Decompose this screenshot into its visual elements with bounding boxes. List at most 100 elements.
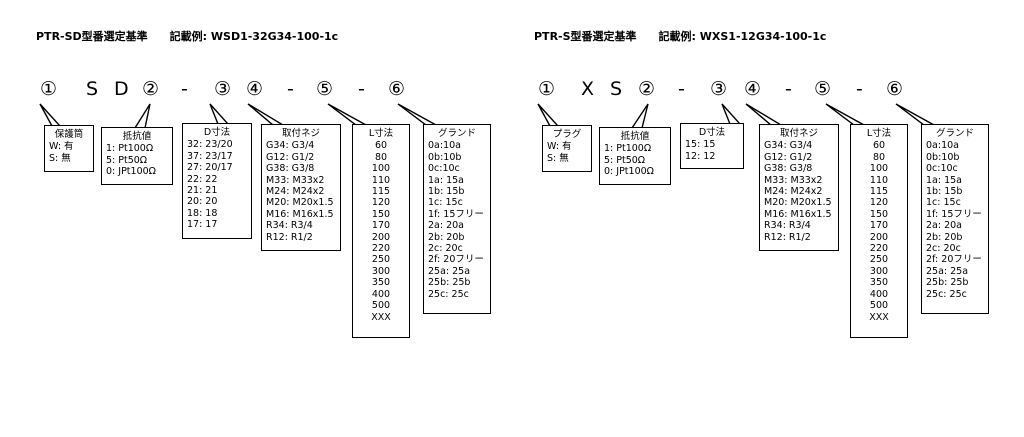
code-symbol: ① [40,78,58,100]
callout-gland: グランド 0a:10a 0b:10b 0c:10c 1a: 15a 1b: 15… [921,124,989,314]
option-row: W: 有 [547,141,572,153]
panel-title: PTR-SD型番選定基準 [36,30,148,43]
callout-d-dimension: D寸法 15: 15 12: 12 [680,123,744,169]
option-row: 300 [371,265,391,277]
option-row: 2c: 20c [926,243,961,255]
option-row: 1: Pt100Ω [604,143,652,155]
code-symbol: D [114,78,129,100]
code-symbol: ⑥ [388,78,406,100]
option-row: 18: 18 [187,207,218,219]
code-symbol: - [358,78,365,100]
option-row: G12: G1/2 [266,151,315,163]
code-symbol: X [581,78,595,100]
option-row: G38: G3/8 [764,163,813,175]
option-row: 0c:10c [428,163,460,175]
option-row: 220 [371,243,391,255]
callout-title: D寸法 [203,127,231,138]
option-row: 115 [869,186,889,198]
option-row: M20: M20x1.5 [266,197,334,209]
option-row: G38: G3/8 [266,163,315,175]
option-row: 110 [371,174,391,186]
option-row: S: 無 [547,152,569,164]
option-row: 2b: 20b [926,231,963,243]
callout-protection-tube: 保護筒 W: 有 S: 無 [44,125,94,172]
option-row: W: 有 [49,141,74,153]
option-row: 20: 20 [187,196,218,208]
option-row: 21: 21 [187,185,218,197]
option-row: 0c:10c [926,163,958,175]
option-row: 80 [374,151,388,163]
callout-title: 保護筒 [54,129,84,140]
option-row: 17: 17 [187,219,218,231]
panel-header: PTR-SD型番選定基準記載例: WSD1-32G34-100-1c [36,28,338,44]
option-row: M24: M24x2 [764,186,823,198]
option-row: M24: M24x2 [266,186,325,198]
code-symbol: ② [638,78,656,100]
callout-title: L寸法 [368,128,394,139]
option-row: 100 [869,163,889,175]
callout-title: グランド [935,128,974,139]
option-row: 32: 23/20 [187,139,233,151]
callout-title: 取付ネジ [281,128,320,139]
option-row: 200 [869,231,889,243]
option-row: 200 [371,231,391,243]
option-row: 60 [872,140,886,152]
option-row: 220 [869,243,889,255]
option-row: 60 [374,140,388,152]
callout-title: 取付ネジ [779,128,818,139]
ptr-s-panel: PTR-S型番選定基準記載例: WXS1-12G34-100-1c ① X S … [512,0,1024,437]
callout-plug: プラグ W: 有 S: 無 [542,125,592,172]
callout-title: プラグ [552,129,582,140]
code-symbol: - [678,78,685,100]
option-row: 150 [371,208,391,220]
option-row: 5: Pt50Ω [106,154,148,166]
callout-resistance: 抵抗値 1: Pt100Ω 5: Pt50Ω 0: JPt100Ω [599,127,671,185]
callout-title: D寸法 [698,127,726,138]
option-row: 110 [869,174,889,186]
option-row: 2a: 20a [926,220,962,232]
option-row: XXX [371,311,391,323]
code-symbol: S [86,78,99,100]
code-symbol: ③ [710,78,728,100]
code-symbol: ③ [214,78,232,100]
option-row: 350 [371,277,391,289]
option-row: 27: 20/17 [187,162,233,174]
option-row: R12: R1/2 [764,231,811,243]
example-code: 記載例: WXS1-12G34-100-1c [658,30,827,43]
option-row: 25a: 25a [428,265,471,277]
option-row: 1: Pt100Ω [106,143,154,155]
option-row: 115 [371,186,391,198]
option-row: G34: G3/4 [266,140,315,152]
option-row: M33: M33x2 [266,174,325,186]
option-row: 37: 23/17 [187,150,233,162]
option-row: 1f: 15フリー [428,208,484,220]
option-row: 22: 22 [187,173,218,185]
option-row: 25c: 25c [926,288,967,300]
panel-title: PTR-S型番選定基準 [534,30,637,43]
option-row: 250 [869,254,889,266]
option-row: 25b: 25b [428,277,471,289]
callout-l-dimension: L寸法 60 80 100 110 115 120 150 170 200 22… [352,124,410,338]
code-symbol: ④ [744,78,762,100]
option-row: 0b:10b [926,151,960,163]
option-row: 400 [869,288,889,300]
code-symbol: S [610,78,623,100]
option-row: 2f: 20フリー [926,254,982,266]
option-row: 300 [869,265,889,277]
panel-header: PTR-S型番選定基準 記載例: WXS1-12G34-100-1c [534,28,826,44]
option-row: M20: M20x1.5 [764,197,832,209]
code-symbol: - [287,78,294,100]
option-row: 2b: 20b [428,231,465,243]
option-row: 1b: 15b [926,186,963,198]
ptr-sd-panel: PTR-SD型番選定基準記載例: WSD1-32G34-100-1c ① S D… [36,28,491,338]
option-row: 500 [869,300,889,312]
option-row: 0b:10b [428,151,462,163]
option-row: 250 [371,254,391,266]
code-symbol: ② [142,78,160,100]
option-row: 1c: 15c [428,197,463,209]
option-row: 0: JPt100Ω [604,166,654,178]
option-row: 12: 12 [685,150,716,162]
option-row: 25a: 25a [926,265,969,277]
option-row: 1a: 15a [926,174,962,186]
option-row: 80 [872,151,886,163]
